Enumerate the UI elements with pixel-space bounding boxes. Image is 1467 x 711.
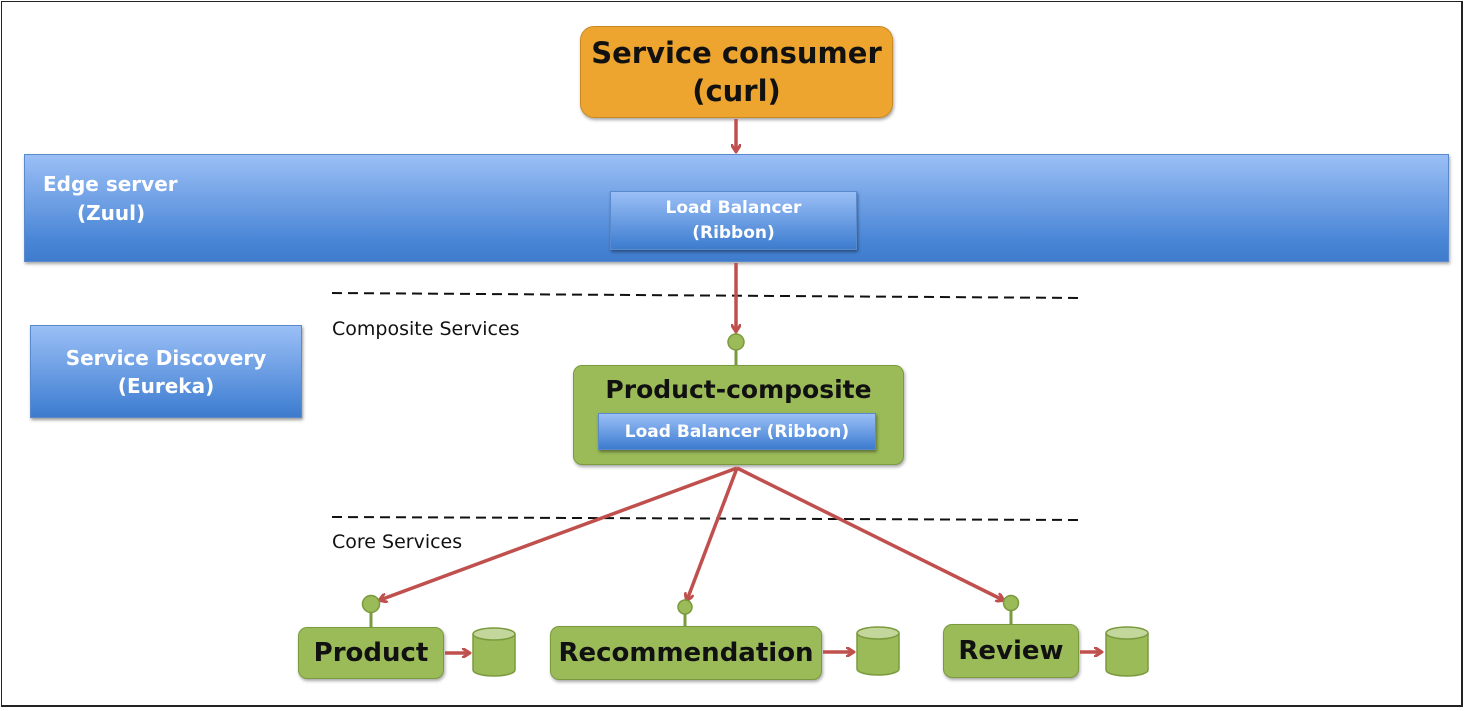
review-service-node: Review [943, 624, 1079, 678]
edge-server-title: Edge server [43, 172, 178, 196]
composite-load-balancer-label: Load Balancer (Ribbon) [624, 421, 850, 442]
review-service-label: Review [958, 636, 1064, 666]
product-service-label: Product [313, 638, 429, 668]
edge-load-balancer-node: Load Balancer (Ribbon) [610, 191, 857, 250]
service-discovery-node: Service Discovery (Eureka) [30, 325, 302, 418]
edge-load-balancer-subtitle: (Ribbon) [692, 222, 775, 243]
product-service-node: Product [298, 627, 444, 679]
product-composite-title: Product-composite [605, 375, 872, 404]
service-discovery-title: Service Discovery [65, 345, 267, 370]
service-consumer-subtitle: (curl) [692, 74, 781, 108]
service-consumer-node: Service consumer (curl) [580, 26, 893, 118]
recommendation-service-label: Recommendation [558, 638, 814, 668]
service-consumer-title: Service consumer [591, 36, 882, 70]
edge-server-subtitle: (Zuul) [77, 201, 146, 225]
core-services-label: Core Services [332, 531, 463, 553]
composite-load-balancer-node: Load Balancer (Ribbon) [598, 413, 876, 450]
edge-load-balancer-title: Load Balancer [665, 197, 802, 218]
service-discovery-subtitle: (Eureka) [117, 373, 215, 398]
recommendation-service-node: Recommendation [550, 626, 822, 680]
composite-services-label: Composite Services [332, 318, 520, 340]
